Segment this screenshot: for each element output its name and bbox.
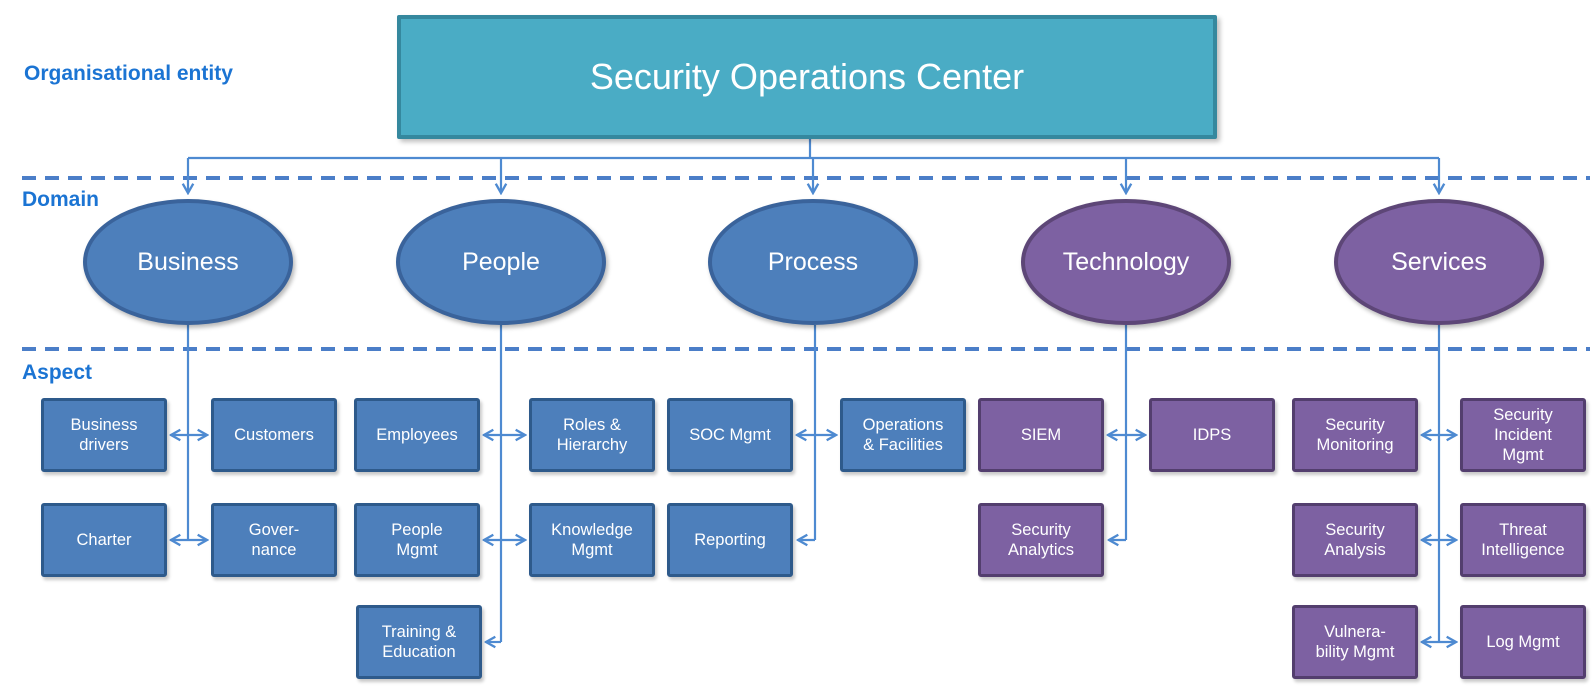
aspect-box-siem: SIEM bbox=[978, 398, 1104, 472]
aspect-box-employees: Employees bbox=[354, 398, 480, 472]
soc-entity-title: Security Operations Center bbox=[589, 56, 1025, 97]
aspect-box-operations-facilities: Operations & Facilities bbox=[840, 398, 966, 472]
lane-separator-dashed-lines bbox=[22, 176, 1590, 351]
aspect-box-log-mgmt: Log Mgmt bbox=[1460, 605, 1586, 679]
aspect-box-idps: IDPS bbox=[1149, 398, 1275, 472]
aspect-box-people-mgmt: People Mgmt bbox=[354, 503, 480, 577]
aspect-box-security-analytics: Security Analytics bbox=[978, 503, 1104, 577]
domain-ellipse-people: People bbox=[396, 199, 606, 325]
domain-ellipse-technology: Technology bbox=[1021, 199, 1231, 325]
soc-entity-box: Security Operations Center bbox=[397, 15, 1217, 139]
aspect-box-customers: Customers bbox=[211, 398, 337, 472]
lane-label-aspect: Aspect bbox=[22, 361, 93, 384]
hierarchy-connectors bbox=[171, 139, 1456, 642]
aspect-box-business-drivers: Business drivers bbox=[41, 398, 167, 472]
domain-ellipse-process: Process bbox=[708, 199, 918, 325]
aspect-box-governance: Gover- nance bbox=[211, 503, 337, 577]
aspect-box-security-incident-mgmt: Security Incident Mgmt bbox=[1460, 398, 1586, 472]
aspect-box-security-analysis: Security Analysis bbox=[1292, 503, 1418, 577]
aspect-box-knowledge-mgmt: Knowledge Mgmt bbox=[529, 503, 655, 577]
aspect-box-charter: Charter bbox=[41, 503, 167, 577]
aspect-box-reporting: Reporting bbox=[667, 503, 793, 577]
lane-label-domain: Domain bbox=[22, 188, 100, 211]
aspect-box-vulnerability-mgmt: Vulnera- bility Mgmt bbox=[1292, 605, 1418, 679]
aspect-box-threat-intelligence: Threat Intelligence bbox=[1460, 503, 1586, 577]
domain-ellipse-business: Business bbox=[83, 199, 293, 325]
aspect-box-training-education: Training & Education bbox=[356, 605, 482, 679]
aspect-box-roles-hierarchy: Roles & Hierarchy bbox=[529, 398, 655, 472]
aspect-box-security-monitoring: Security Monitoring bbox=[1292, 398, 1418, 472]
aspect-box-soc-mgmt: SOC Mgmt bbox=[667, 398, 793, 472]
domain-ellipse-services: Services bbox=[1334, 199, 1544, 325]
lane-label-organisational-entity: Organisational entity bbox=[24, 62, 233, 85]
